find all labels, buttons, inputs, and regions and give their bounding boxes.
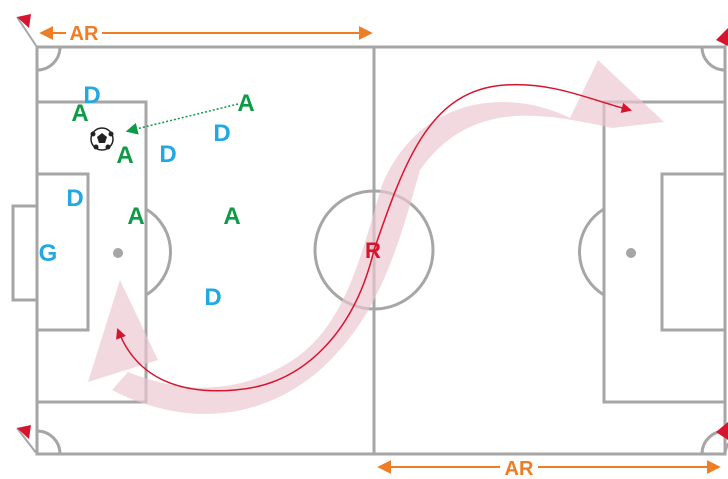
goalkeeper-marker: G xyxy=(39,240,58,267)
attacker-marker: A xyxy=(116,142,133,169)
corner-arc-top-right xyxy=(700,46,726,72)
corner-flags xyxy=(16,14,728,455)
referee-path-to-left xyxy=(116,249,375,392)
right-penalty-arc xyxy=(578,207,605,297)
right-penalty-area xyxy=(602,100,727,404)
pass-line xyxy=(125,103,239,135)
referee-path-to-right xyxy=(373,83,633,251)
defender-marker: D xyxy=(66,185,83,212)
center-circle xyxy=(313,189,435,311)
players: D D D D D G A A A A A R xyxy=(39,82,381,311)
defender-marker: D xyxy=(83,82,100,109)
left-penalty-spot xyxy=(113,248,123,258)
defender-marker: D xyxy=(159,141,176,168)
corner-flag-icon xyxy=(16,425,38,455)
defender-marker: D xyxy=(204,284,221,311)
corner-arc-top-left xyxy=(36,46,62,72)
pitch-lines xyxy=(11,45,727,456)
defender-marker: D xyxy=(213,120,230,147)
left-penalty-arc xyxy=(145,207,172,297)
assistant-referee-bottom-label: AR xyxy=(505,458,534,479)
soccer-ball-icon xyxy=(90,127,114,151)
corner-flag-icon xyxy=(16,14,38,48)
diagonal-movement-arrow xyxy=(88,60,664,414)
referee-marker: R xyxy=(365,238,381,263)
right-penalty-spot xyxy=(626,248,636,258)
corner-flag-icon xyxy=(716,28,728,48)
left-goal xyxy=(11,204,39,302)
right-goal-area xyxy=(660,172,727,332)
attacker-marker: A xyxy=(71,100,88,127)
attacker-marker: A xyxy=(237,90,254,117)
corner-flag-icon xyxy=(716,422,728,455)
assistant-referee-top-label: AR xyxy=(70,23,99,45)
attacker-marker: A xyxy=(127,203,144,230)
corner-arc-bottom-left xyxy=(36,429,62,455)
attacker-marker: A xyxy=(223,203,240,230)
